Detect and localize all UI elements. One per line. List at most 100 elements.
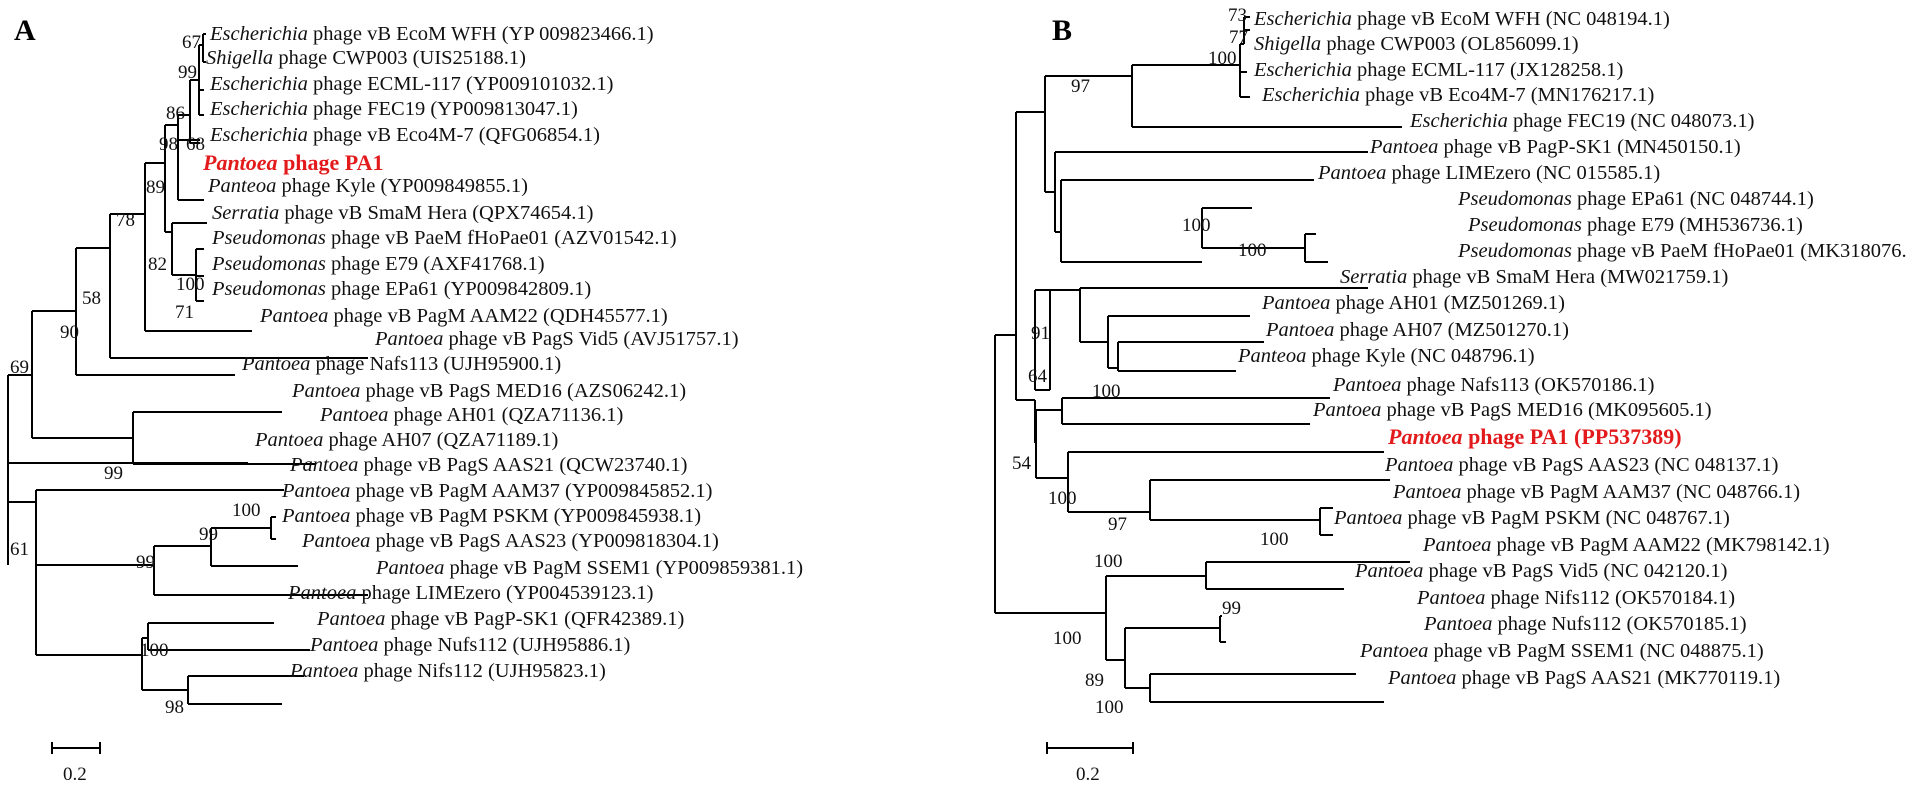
leaf-label: Pantoea phage LIMEzero (YP004539123.1) [287, 582, 654, 604]
leaf-name: phage vB PagS MED16 (MK095605.1) [1381, 399, 1711, 421]
leaf-genus: Pantoea [1392, 481, 1461, 503]
bootstrap-value: 54 [1012, 453, 1032, 474]
leaf-name: phage Nafs113 (UJH95900.1) [310, 353, 561, 375]
leaf-label: Pseudomonas phage EPa61 (NC 048744.1) [1457, 188, 1814, 210]
panel-a-letter: A [14, 14, 36, 47]
panel-a-leaf-labels: Escherichia phage vB EcoM WFH (YP 009823… [202, 23, 803, 682]
bootstrap-value: 99 [1222, 598, 1241, 619]
panel-b-branches [994, 16, 1410, 703]
leaf-label: Pantoea phage vB PagS AAS23 (YP009818304… [301, 530, 719, 552]
leaf-label: Pantoea phage vB PagM SSEM1 (NC 048875.1… [1359, 640, 1764, 662]
leaf-name: phage vB SmaM Hera (MW021759.1) [1407, 266, 1728, 288]
bootstrap-value: 61 [10, 539, 29, 560]
bootstrap-value: 98 [165, 697, 184, 718]
bootstrap-value: 99 [199, 524, 218, 545]
leaf-name: phage vB PagM PSKM (YP009845938.1) [350, 505, 701, 527]
leaf-genus: Pantoea [202, 150, 278, 175]
leaf-name: phage FEC19 (YP009813047.1) [308, 98, 578, 120]
bootstrap-value: 69 [10, 357, 29, 378]
leaf-genus: Escherichia [1253, 59, 1352, 81]
bootstrap-value: 82 [148, 254, 167, 275]
leaf-name: phage vB PagS AAS21 (QCW23740.1) [358, 454, 687, 476]
leaf-name: phage Nifs112 (UJH95823.1) [358, 660, 605, 682]
leaf-genus: Pantoea [1387, 424, 1463, 449]
leaf-genus: Pantoea [1359, 640, 1428, 662]
leaf-genus: Pantoea [1423, 613, 1492, 635]
leaf-name: phage E79 (AXF41768.1) [326, 253, 545, 275]
bootstrap-value: 68 [186, 134, 205, 155]
leaf-label: Escherichia phage vB Eco4M-7 (MN176217.1… [1261, 84, 1654, 106]
leaf-label: Panteoa phage Kyle (YP009849855.1) [207, 175, 528, 197]
bootstrap-value: 100 [1208, 48, 1237, 69]
highlighted-leaf-label: Pantoea phage PA1 [202, 150, 384, 175]
leaf-genus: Pantoea [1312, 399, 1381, 421]
leaf-name: phage Kyle (NC 048796.1) [1306, 345, 1534, 367]
leaf-name: phage vB PagS Vid5 (NC 042120.1) [1423, 560, 1727, 582]
bootstrap-value: 73 [1228, 5, 1247, 26]
leaf-label: Serratia phage vB SmaM Hera (QPX74654.1) [212, 202, 594, 224]
bootstrap-value: 99 [104, 463, 123, 484]
bootstrap-value: 100 [1053, 628, 1082, 649]
highlighted-leaf-label: Pantoea phage PA1 (PP537389) [1387, 424, 1682, 449]
bootstrap-value: 100 [1094, 551, 1123, 572]
bootstrap-value: 78 [116, 210, 135, 231]
leaf-genus: Pantoea [241, 353, 310, 375]
leaf-label: Serratia phage vB SmaM Hera (MW021759.1) [1340, 266, 1728, 288]
leaf-name: phage vB PagM AAM37 (YP009845852.1) [350, 480, 712, 502]
leaf-label: Pantoea phage vB PagM AAM37 (NC 048766.1… [1392, 481, 1800, 503]
leaf-genus: Panteoa [207, 175, 276, 197]
leaf-name: phage vB EcoM WFH (YP 009823466.1) [308, 23, 654, 45]
leaf-label: Pantoea phage vB PagS AAS21 (MK770119.1) [1387, 667, 1780, 689]
leaf-label: Pantoea phage AH07 (QZA71189.1) [254, 429, 558, 451]
leaf-genus: Pantoea [259, 305, 328, 327]
leaf-name: phage vB EcoM WFH (NC 048194.1) [1352, 8, 1670, 30]
leaf-label: Pantoea phage vB PagP-SK1 (QFR42389.1) [316, 608, 684, 630]
leaf-genus: Pantoea [1317, 162, 1386, 184]
leaf-name: phage vB PagP-SK1 (MN450150.1) [1438, 136, 1740, 158]
bootstrap-value: 89 [146, 177, 165, 198]
leaf-label: Pseudomonas phage E79 (MH536736.1) [1467, 214, 1803, 236]
leaf-genus: Pseudomonas [211, 278, 326, 300]
leaf-name: phage PA1 (PP537389) [1463, 424, 1682, 449]
panel-a-scale-bar: 0.2 [51, 742, 101, 785]
leaf-name: phage Kyle (YP009849855.1) [276, 175, 528, 197]
leaf-label: Pantoea phage vB PagM PSKM (YP009845938.… [281, 505, 701, 527]
leaf-name: phage vB PagM PSKM (NC 048767.1) [1402, 507, 1729, 529]
leaf-name: phage vB PagM AAM22 (MK798142.1) [1491, 534, 1829, 556]
panel-b-leaf-labels: Escherichia phage vB EcoM WFH (NC 048194… [1237, 8, 1908, 689]
leaf-genus: Pantoea [1265, 319, 1334, 341]
leaf-name: phage vB PagS AAS21 (MK770119.1) [1456, 667, 1780, 689]
leaf-name: phage Nufs112 (OK570185.1) [1492, 613, 1746, 635]
leaf-genus: Pantoea [316, 608, 385, 630]
leaf-genus: Pantoea [1369, 136, 1438, 158]
leaf-name: phage CWP003 (UIS25188.1) [273, 47, 526, 69]
bootstrap-value: 99 [136, 552, 155, 573]
leaf-genus: Escherichia [209, 73, 308, 95]
leaf-label: Escherichia phage ECML-117 (JX128258.1) [1253, 59, 1623, 81]
leaf-genus: Pseudomonas [1457, 188, 1572, 210]
leaf-name: phage Nifs112 (OK570184.1) [1485, 587, 1735, 609]
leaf-name: phage AH01 (QZA71136.1) [388, 404, 623, 426]
leaf-label: Shigella phage CWP003 (OL856099.1) [1254, 33, 1579, 55]
leaf-genus: Pseudomonas [1467, 214, 1582, 236]
leaf-label: Pantoea phage LIMEzero (NC 015585.1) [1317, 162, 1660, 184]
leaf-genus: Serratia [212, 202, 279, 224]
leaf-genus: Pantoea [374, 328, 443, 350]
leaf-label: Pantoea phage Nufs112 (UJH95886.1) [309, 634, 630, 656]
leaf-genus: Escherichia [209, 124, 308, 146]
leaf-name: phage vB PagS MED16 (AZS06242.1) [360, 380, 686, 402]
bootstrap-value: 100 [1260, 529, 1289, 550]
leaf-label: Shigella phage CWP003 (UIS25188.1) [206, 47, 526, 69]
leaf-genus: Pseudomonas [211, 253, 326, 275]
panel-b-scale-bar: 0.2 [1046, 742, 1134, 785]
leaf-name: phage vB PaeM fHoPae01 (MK318076.1) [1572, 240, 1908, 262]
leaf-label: Pseudomonas phage E79 (AXF41768.1) [211, 253, 545, 275]
leaf-genus: Escherichia [209, 98, 308, 120]
leaf-name: phage Nufs112 (UJH95886.1) [378, 634, 630, 656]
bootstrap-value: 100 [1092, 381, 1121, 402]
bootstrap-value: 98 [159, 134, 178, 155]
leaf-genus: Pantoea [289, 660, 358, 682]
leaf-name: phage ECML-117 (JX128258.1) [1352, 59, 1623, 81]
leaf-name: phage vB PagS Vid5 (AVJ51757.1) [443, 328, 738, 350]
